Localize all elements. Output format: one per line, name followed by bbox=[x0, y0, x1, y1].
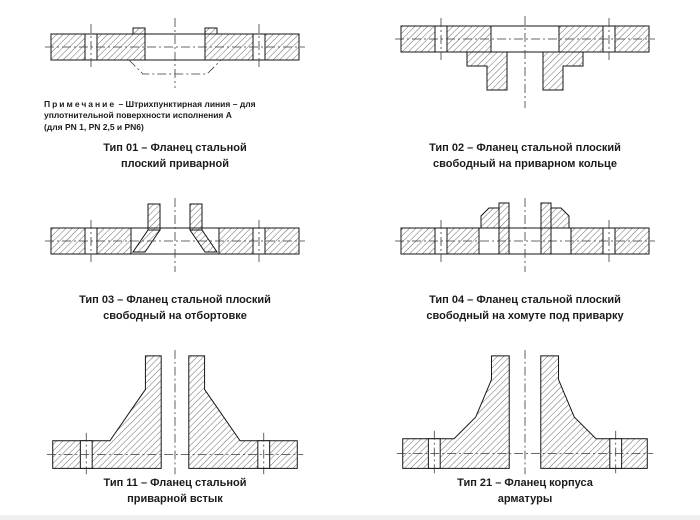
caption-line1: Тип 21 – Фланец корпуса bbox=[457, 477, 593, 490]
figure-cell-type04: Тип 04 – Фланец стальной плоский свободн… bbox=[350, 180, 700, 332]
flange-type-21-drawing bbox=[396, 350, 654, 475]
figure-cell-type21: Тип 21 – Фланец корпуса арматуры bbox=[350, 332, 700, 515]
figure-caption-type02: Тип 02 – Фланец стальной плоский свободн… bbox=[429, 141, 621, 180]
caption-line2: приварной встык bbox=[127, 492, 223, 505]
caption-line1: Тип 03 – Фланец стальной плоский bbox=[79, 294, 271, 307]
figure-caption-type21: Тип 21 – Фланец корпуса арматуры bbox=[457, 476, 593, 515]
flange-type-11-drawing bbox=[46, 350, 304, 475]
caption-line2: плоский приварной bbox=[121, 157, 229, 170]
figure-caption-type04: Тип 04 – Фланец стальной плоский свободн… bbox=[426, 293, 623, 332]
note-line3: (для PN 1, PN 2,5 и PN6) bbox=[44, 121, 144, 132]
note-line1-text: – Штрихпунктирная линия – для bbox=[118, 99, 256, 109]
figure-cell-type01: Примечание – Штрихпунктирная линия – для… bbox=[0, 0, 350, 180]
figure-cell-type11: Тип 11 – Фланец стальной приварной встык bbox=[0, 332, 350, 515]
caption-line1: Тип 04 – Фланец стальной плоский bbox=[429, 294, 621, 307]
figure-cell-type03: Тип 03 – Фланец стальной плоский свободн… bbox=[0, 180, 350, 332]
figure-caption-type03: Тип 03 – Фланец стальной плоский свободн… bbox=[79, 293, 271, 332]
caption-line1: Тип 01 – Фланец стальной bbox=[103, 142, 247, 155]
note-line2: уплотнительной поверхности исполнения А bbox=[44, 110, 232, 121]
caption-line2: арматуры bbox=[497, 492, 553, 505]
caption-line1: Тип 11 – Фланец стальной bbox=[103, 477, 247, 490]
page-edge bbox=[0, 515, 700, 520]
note-line1: Примечание – Штрихпунктирная линия – для bbox=[44, 99, 306, 110]
figure-cell-type02: Тип 02 – Фланец стальной плоский свободн… bbox=[350, 0, 700, 180]
flange-type-04-drawing bbox=[395, 198, 655, 272]
figure-caption-type11: Тип 11 – Фланец стальной приварной встык bbox=[104, 476, 247, 515]
note-label: Примечание bbox=[44, 99, 117, 109]
flange-type-02-drawing bbox=[395, 16, 655, 108]
flange-type-03-drawing bbox=[45, 198, 305, 272]
flange-type-01-drawing bbox=[45, 18, 305, 88]
caption-line2: свободный на приварном кольце bbox=[433, 157, 617, 170]
caption-line2: свободный на отбортовке bbox=[103, 309, 247, 322]
caption-line2: свободный на хомуте под приварку bbox=[426, 309, 624, 322]
note: Примечание – Штрихпунктирная линия – для… bbox=[44, 99, 306, 133]
caption-line1: Тип 02 – Фланец стальной плоский bbox=[429, 142, 621, 155]
figure-caption-type01: Тип 01 – Фланец стальной плоский приварн… bbox=[103, 141, 247, 180]
